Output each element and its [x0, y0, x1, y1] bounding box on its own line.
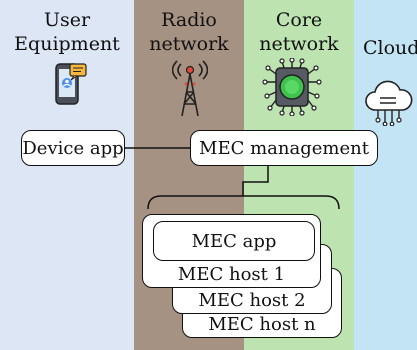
cloud-column: Cloud [354, 0, 417, 350]
cloud-network-icon [365, 80, 413, 126]
mec-management-box: MEC management [190, 130, 378, 166]
radio-tower-icon [172, 60, 208, 117]
management-to-hosts-link [242, 166, 269, 196]
device-app-label: Device app [22, 137, 124, 159]
mec-host-2-label: MEC host 2 [198, 290, 306, 311]
core-network-title: Core network [259, 9, 339, 55]
device-app-box: Device app [21, 130, 125, 166]
user-equipment-title: User Equipment [14, 9, 120, 55]
radio-network-title: Radio network [149, 9, 229, 55]
hosts-bracket [147, 195, 340, 210]
mec-app-label: MEC app [191, 230, 277, 252]
mec-host-n-label: MEC host n [208, 314, 316, 335]
smartphone-icon [55, 63, 87, 105]
cloud-title: Cloud [363, 37, 417, 59]
mec-management-label: MEC management [199, 137, 369, 159]
mec-app-box: MEC app [153, 221, 315, 261]
user-equipment-column: User Equipment [0, 0, 134, 350]
processor-chip-icon [262, 58, 322, 116]
mec-host-1-label: MEC host 1 [177, 264, 286, 285]
